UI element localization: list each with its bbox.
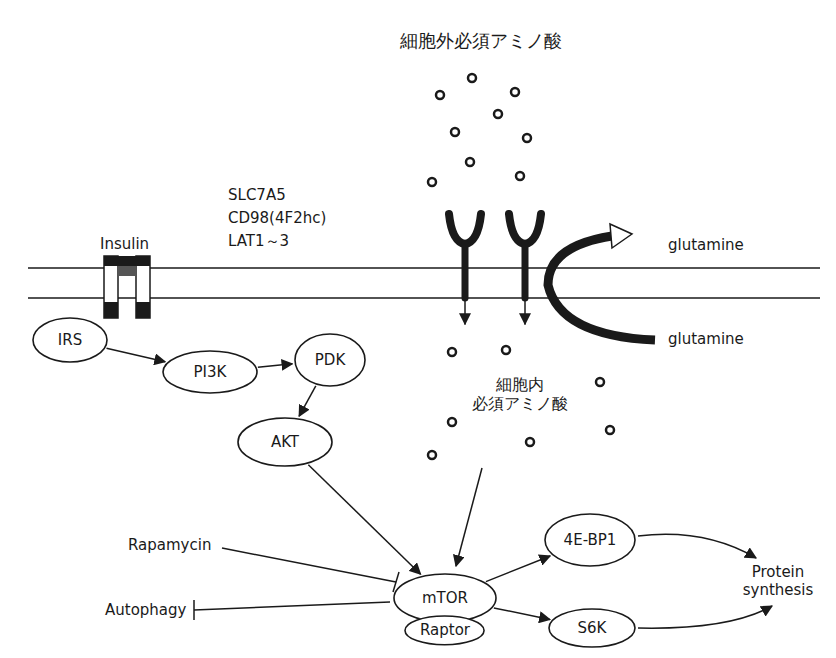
pathway-node: PDK (294, 333, 366, 387)
annotation-label: LAT1～3 (228, 232, 289, 250)
amino-acid-transporter (449, 214, 541, 324)
node-label: PDK (315, 352, 345, 369)
signal-arrow (107, 348, 166, 361)
activation-arrow (456, 468, 482, 566)
signal-arrow (486, 556, 550, 582)
inhibition-line (222, 548, 399, 592)
pathway-node: 4E-BP1 (544, 513, 636, 567)
node-label: mTOR (422, 590, 468, 607)
node-label: IRS (58, 332, 82, 349)
node-label: S6K (578, 620, 607, 637)
inhibition-line (194, 600, 390, 620)
pathway-node: IRS (32, 317, 108, 363)
annotation-label: 細胞外必須アミノ酸 (400, 30, 562, 52)
pathway-node: Raptor (404, 615, 485, 646)
annotation-label: Autophagy (105, 601, 186, 619)
glutamine-efflux-arrow (548, 224, 655, 340)
annotation-label: SLC7A5 (228, 186, 286, 204)
activation-arrow (638, 534, 756, 558)
amino-acid-dot (428, 74, 614, 459)
signal-arrow (494, 608, 550, 619)
signal-arrow (308, 465, 420, 574)
annotation-label: Protein synthesis (735, 563, 821, 599)
node-label: Raptor (420, 622, 470, 639)
pathway-node: S6K (548, 608, 636, 648)
pathway-node: PI3K (162, 350, 258, 394)
annotation-label: 細胞内 必須アミノ酸 (470, 375, 570, 413)
annotation-label: Insulin (100, 235, 149, 253)
pathway-node: AKT (237, 417, 333, 467)
activation-arrow (638, 606, 772, 628)
node-label: AKT (271, 434, 299, 451)
annotation-label: glutamine (668, 330, 744, 348)
annotation-label: CD98(4F2hc) (228, 209, 326, 227)
signal-arrow (299, 386, 316, 416)
node-label: 4E-BP1 (564, 532, 617, 549)
annotation-label: glutamine (668, 236, 744, 254)
annotation-label: Rapamycin (128, 536, 211, 554)
insulin-receptor (104, 256, 150, 318)
signal-arrow (258, 364, 292, 367)
node-label: PI3K (194, 364, 227, 381)
